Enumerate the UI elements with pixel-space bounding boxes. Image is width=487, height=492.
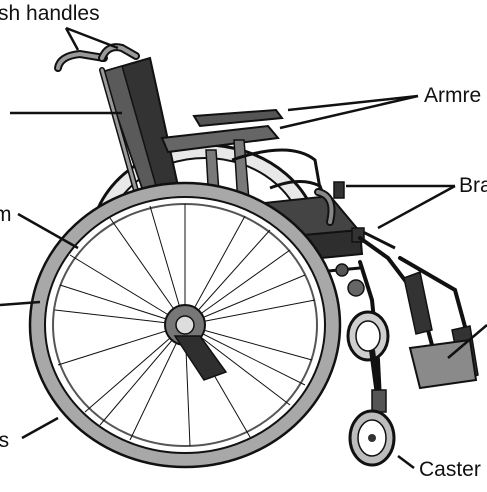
label-brakes: Bra bbox=[459, 174, 487, 197]
label-armrest: Armre bbox=[424, 84, 482, 107]
leader-frame bbox=[17, 212, 79, 250]
label-frame: m bbox=[0, 203, 12, 226]
leader-wheels bbox=[21, 416, 59, 440]
leader-push-handle-right bbox=[65, 26, 119, 50]
label-push-handles: sh handles bbox=[0, 2, 100, 25]
caster-wheel bbox=[348, 349, 396, 467]
footrests bbox=[335, 263, 479, 390]
backrest bbox=[100, 56, 180, 207]
leader-armrest-lower bbox=[279, 94, 419, 130]
leader-push-handle-left bbox=[64, 27, 80, 51]
leader-side bbox=[0, 300, 41, 307]
leader-caster bbox=[397, 455, 415, 469]
caster-far bbox=[346, 310, 390, 362]
label-caster: Caster bbox=[419, 458, 481, 481]
leader-lines bbox=[0, 26, 487, 469]
main-wheel bbox=[28, 181, 342, 469]
leader-brake-lower bbox=[377, 184, 456, 230]
label-wheels: ls bbox=[0, 429, 10, 452]
leader-armrest-upper bbox=[287, 94, 419, 112]
brake-lever bbox=[314, 181, 365, 243]
leader-footrest bbox=[447, 324, 487, 359]
